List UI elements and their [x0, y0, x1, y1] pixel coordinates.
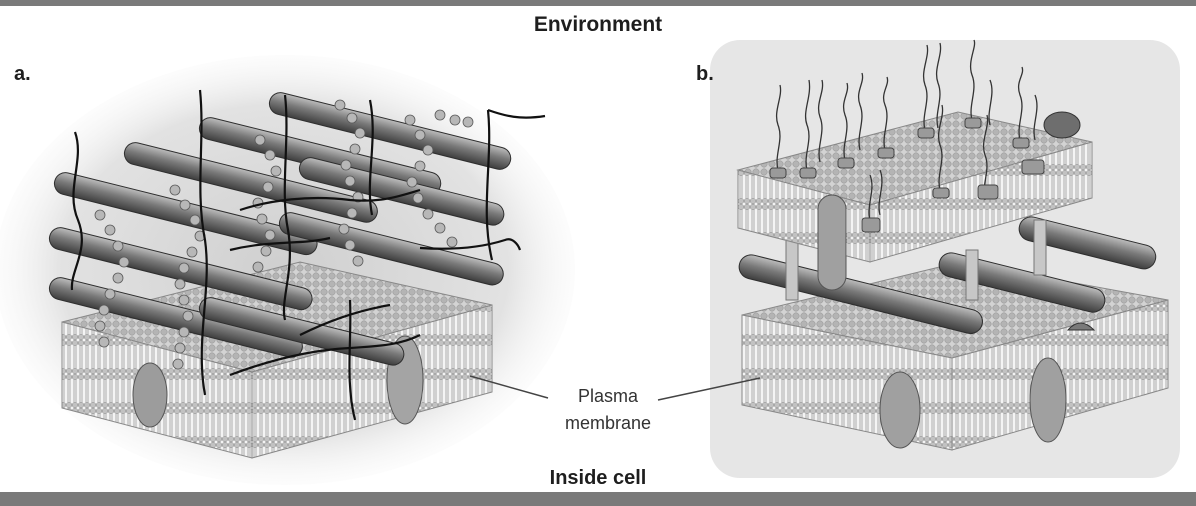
membrane-protein — [879, 371, 921, 449]
panel-a-wavy-fibers — [70, 89, 546, 421]
membrane-protein — [817, 194, 847, 291]
membrane-protein — [1043, 111, 1081, 139]
bottom-frame-bar — [0, 492, 1196, 506]
panel-b-illustration — [657, 39, 1180, 478]
membrane-protein — [1066, 322, 1096, 331]
junction-pillar — [785, 239, 799, 301]
plasma-membrane-leader-line-b — [657, 377, 761, 401]
junction-pillar — [1033, 219, 1047, 276]
panel-a-illustration — [0, 55, 575, 485]
plasma-membrane-leader-line-a — [469, 375, 549, 399]
environment-label: Environment — [533, 13, 663, 36]
panel-b-label: b. — [696, 63, 714, 85]
plasma-membrane-label-line1: Plasma — [577, 386, 639, 406]
junction-pillar — [965, 249, 979, 301]
panel-a-bead-chains — [94, 99, 474, 370]
plasma-membrane-label-line2: membrane — [564, 413, 652, 433]
inside-cell-label: Inside cell — [549, 467, 647, 489]
panel-b-glycoprotein-heads — [769, 117, 1045, 233]
top-frame-bar — [0, 0, 1196, 6]
panel-b-junction-rods — [738, 216, 1157, 335]
panel-a-label: a. — [14, 63, 31, 85]
membrane-protein — [1029, 357, 1067, 443]
membrane-protein — [132, 362, 168, 428]
